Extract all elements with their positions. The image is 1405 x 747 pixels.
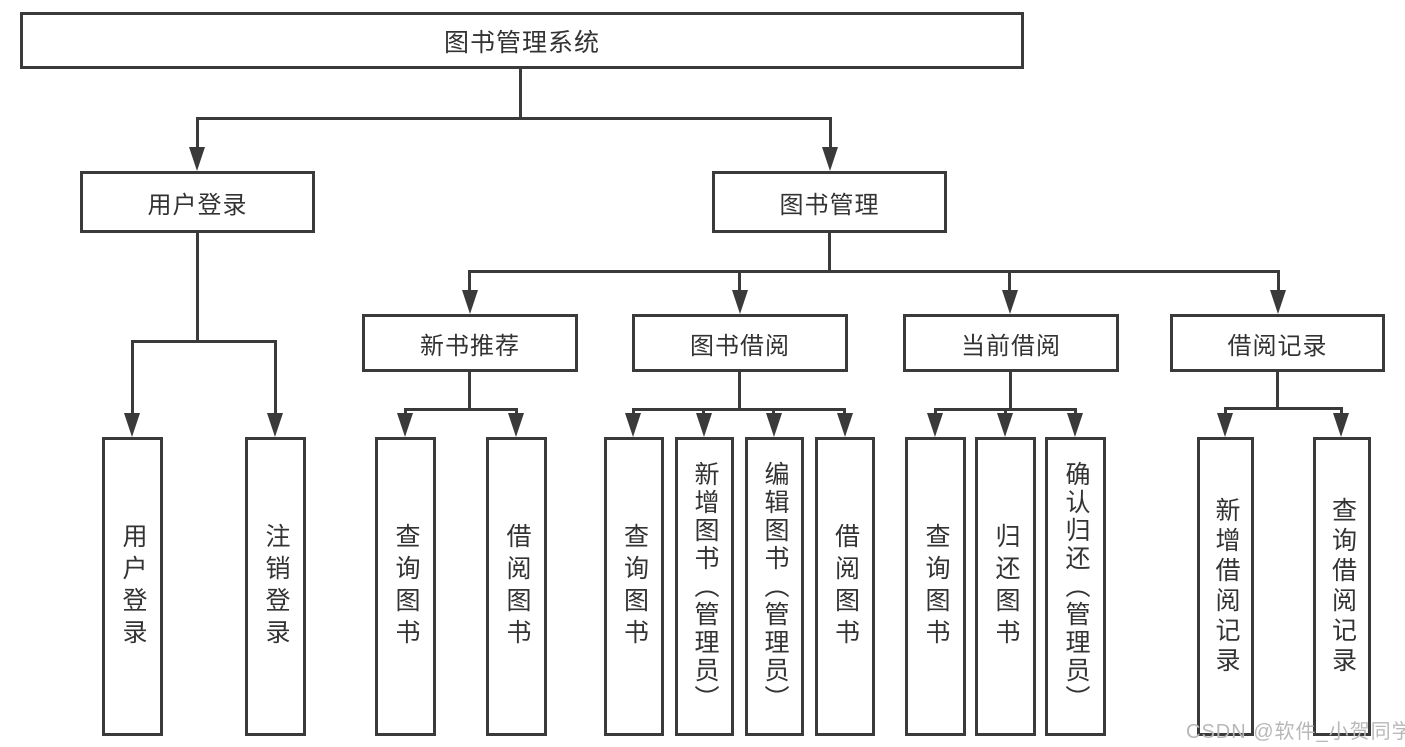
arrow-down-icon	[997, 413, 1013, 437]
connector-leaf-stem	[1277, 270, 1280, 292]
csdn-watermark: CSDN @软件_小贺同学	[1186, 721, 1405, 743]
connector-leaf-stem	[632, 408, 635, 415]
arrow-down-icon	[696, 413, 712, 437]
connector-new-book-down	[468, 372, 471, 408]
connector-new-book-rail	[404, 408, 517, 411]
connector-leaf-stem	[1074, 408, 1077, 415]
leaf-logout: 注销登录	[245, 437, 306, 736]
arrow-down-icon	[1217, 413, 1233, 437]
connector-level3-rail	[469, 270, 1280, 273]
connector-user-login-rail	[131, 340, 277, 343]
connector-leaf-stem	[131, 340, 134, 415]
arrow-down-icon	[732, 290, 748, 314]
connector-user-login-stem	[196, 117, 199, 149]
node-new-book-rec: 新书推荐	[362, 314, 578, 372]
connector-book-mgmt-down	[828, 233, 831, 270]
arrow-down-icon	[837, 413, 853, 437]
connector-book-mgmt-stem	[829, 117, 832, 149]
arrow-down-icon	[1002, 290, 1018, 314]
arrow-down-icon	[124, 413, 140, 437]
leaf-br-query-record: 查询借阅记录	[1313, 437, 1371, 736]
connector-root-stem	[519, 69, 522, 117]
leaf-bb-borrow-book: 借阅图书	[815, 437, 875, 736]
connector-leaf-stem	[468, 270, 471, 292]
connector-leaf-stem	[515, 408, 518, 415]
node-borrow-records: 借阅记录	[1170, 314, 1385, 372]
arrow-down-icon	[462, 290, 478, 314]
arrow-down-icon	[1067, 413, 1083, 437]
arrow-down-icon	[397, 413, 413, 437]
arrow-down-icon	[766, 413, 782, 437]
connector-user-login-down	[196, 233, 199, 340]
node-root-system: 图书管理系统	[20, 12, 1024, 69]
connector-leaf-stem	[404, 408, 407, 415]
leaf-bb-add-book-admin: 新增图书（管理员）	[675, 437, 734, 736]
connector-leaf-stem	[738, 270, 741, 292]
arrow-down-icon	[189, 147, 205, 171]
connector-leaf-stem	[1340, 407, 1343, 415]
arrow-down-icon	[267, 413, 283, 437]
node-book-borrow: 图书借阅	[632, 314, 848, 372]
connector-level2-rail	[196, 117, 832, 120]
connector-borrow-records-rail	[1224, 407, 1343, 410]
leaf-bb-edit-book-admin: 编辑图书（管理员）	[745, 437, 804, 736]
connector-leaf-stem	[934, 408, 937, 415]
connector-book-borrow-down	[738, 372, 741, 408]
connector-leaf-stem	[1008, 270, 1011, 292]
node-user-login-group: 用户登录	[80, 171, 315, 233]
leaf-bb-query-book: 查询图书	[604, 437, 664, 736]
leaf-user-login: 用户登录	[102, 437, 163, 736]
connector-leaf-stem	[702, 408, 705, 415]
arrow-down-icon	[927, 413, 943, 437]
connector-leaf-stem	[274, 340, 277, 415]
leaf-br-add-record: 新增借阅记录	[1197, 437, 1254, 736]
node-book-mgmt-group: 图书管理	[712, 171, 947, 233]
connector-leaf-stem	[843, 408, 846, 415]
connector-leaf-stem	[772, 408, 775, 415]
arrow-down-icon	[1270, 290, 1286, 314]
leaf-rec-query-book: 查询图书	[375, 437, 436, 736]
arrow-down-icon	[1333, 413, 1349, 437]
connector-leaf-stem	[1004, 408, 1007, 415]
connector-leaf-stem	[1224, 407, 1227, 415]
arrow-down-icon	[508, 413, 524, 437]
leaf-rec-borrow-book: 借阅图书	[486, 437, 547, 736]
leaf-cb-query-book: 查询图书	[905, 437, 966, 736]
connector-current-borrow-down	[1009, 372, 1012, 408]
leaf-cb-return-book: 归还图书	[975, 437, 1036, 736]
leaf-cb-confirm-return-admin: 确认归还（管理员）	[1045, 437, 1106, 736]
arrow-down-icon	[625, 413, 641, 437]
arrow-down-icon	[822, 147, 838, 171]
connector-book-borrow-rail	[632, 408, 845, 411]
node-current-borrow: 当前借阅	[903, 314, 1119, 372]
connector-borrow-records-down	[1276, 372, 1279, 407]
